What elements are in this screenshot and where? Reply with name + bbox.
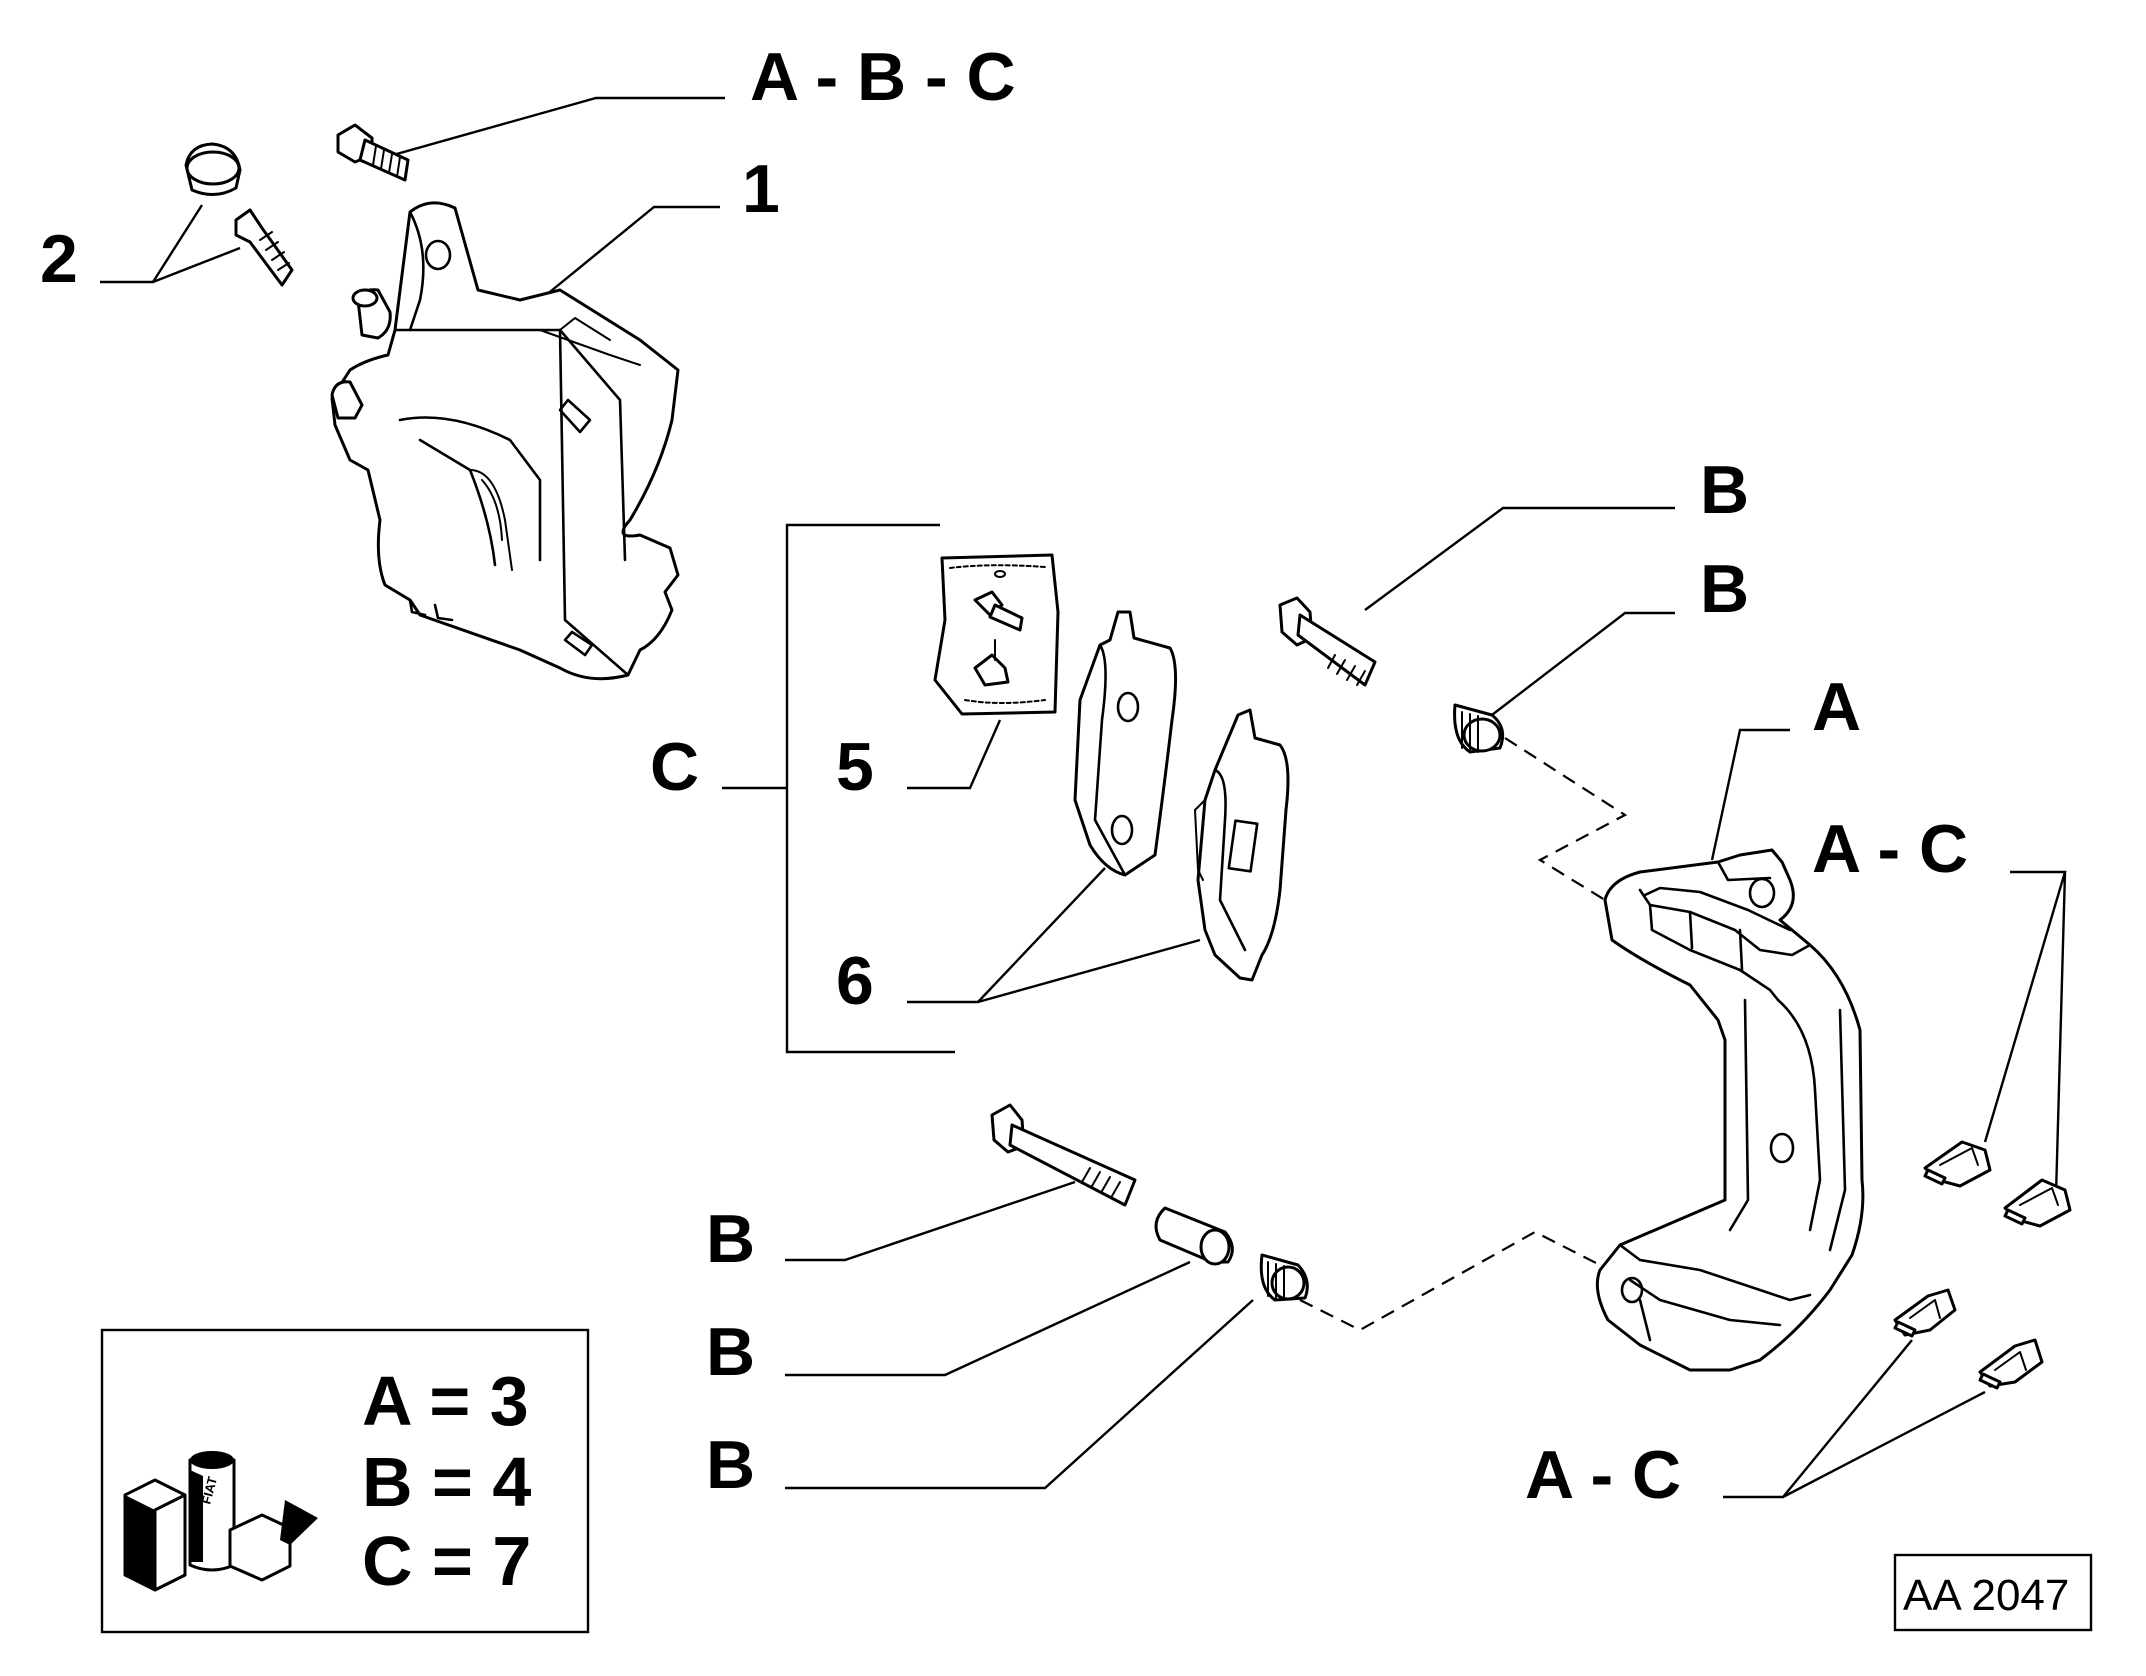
dashed-line-upper bbox=[1504, 737, 1628, 901]
leader-a-bracket bbox=[1710, 728, 1790, 861]
guide-sleeve-bottom bbox=[1154, 1206, 1234, 1266]
leader-b-pin-top bbox=[1364, 506, 1675, 611]
leader-lines bbox=[100, 96, 2067, 1499]
clip-lower-right bbox=[1978, 1338, 2044, 1390]
legend-row-a: A = 3 bbox=[362, 1362, 529, 1440]
clip-lower-left bbox=[1893, 1288, 1957, 1338]
assembly-dashed-lines bbox=[1299, 737, 1628, 1332]
callout-labels: A - B - C 1 2 B B A A - C C 5 6 B B B A … bbox=[40, 39, 1968, 1513]
guide-pin-bottom bbox=[990, 1103, 1137, 1207]
leader-b-bush-top bbox=[1487, 611, 1675, 719]
legend-frame bbox=[100, 1328, 590, 1634]
brake-caliper-body bbox=[330, 201, 680, 681]
leader-ac-bottom-b bbox=[1782, 1390, 1986, 1499]
anti-rattle-clips bbox=[1893, 1140, 2072, 1390]
pad-fitting-kit-bag bbox=[933, 553, 1060, 716]
logo-text: FIAT bbox=[198, 1475, 220, 1506]
quantity-legend: FIAT A = 3 B = 4 C = 7 bbox=[100, 1328, 590, 1634]
legend-row-c: C = 7 bbox=[362, 1522, 531, 1600]
leader-ac-top-b bbox=[2054, 871, 2067, 1196]
label-b-bush-top: B bbox=[1700, 551, 1749, 627]
label-ac-bottom: A - C bbox=[1525, 1437, 1681, 1513]
label-ac-top: A - C bbox=[1812, 811, 1968, 887]
label-b-bush-bottom: B bbox=[706, 1427, 755, 1503]
reference-frame bbox=[1893, 1553, 2093, 1632]
leader-b-pin-bottom bbox=[785, 1180, 1076, 1262]
leader-b-bush-bottom bbox=[785, 1299, 1254, 1490]
label-part-6: 6 bbox=[836, 943, 874, 1019]
leader-abc-top bbox=[374, 96, 725, 162]
leader-part-2b bbox=[152, 246, 241, 284]
caliper-fixing-bolt bbox=[336, 123, 410, 182]
label-part-2: 2 bbox=[40, 221, 78, 297]
dashed-line-lower bbox=[1299, 1230, 1601, 1332]
guide-pin-top bbox=[1278, 596, 1377, 687]
clip-upper-right bbox=[2003, 1178, 2072, 1228]
label-abc-top: A - B - C bbox=[750, 39, 1016, 115]
brake-pads bbox=[1073, 610, 1290, 982]
bleed-screw-and-cap bbox=[184, 142, 294, 287]
leader-part-2 bbox=[100, 204, 204, 284]
leader-part-6b bbox=[977, 938, 1201, 1004]
caliper-carrier-bracket bbox=[1595, 848, 1865, 1372]
leader-part-1 bbox=[539, 205, 720, 301]
leader-b-sleeve-bottom bbox=[785, 1260, 1191, 1377]
label-a-bracket: A bbox=[1812, 669, 1861, 745]
label-b-pin-top: B bbox=[1700, 452, 1749, 528]
label-b-sleeve-bottom: B bbox=[706, 1314, 755, 1390]
fiat-parts-logo: FIAT bbox=[123, 1451, 318, 1592]
guide-bush-top bbox=[1453, 703, 1505, 754]
label-b-pin-bottom: B bbox=[706, 1201, 755, 1277]
label-part-1: 1 bbox=[742, 151, 780, 227]
leader-part-6 bbox=[907, 867, 1106, 1004]
leader-ac-top bbox=[1983, 870, 2067, 1143]
label-part-5: 5 bbox=[836, 729, 874, 805]
leader-part-5 bbox=[907, 719, 1002, 790]
clip-upper-left bbox=[1923, 1140, 1992, 1188]
guide-bush-bottom bbox=[1259, 1253, 1309, 1302]
label-c-kit: C bbox=[650, 729, 699, 805]
drawing-reference: AA 2047 bbox=[1893, 1553, 2093, 1632]
reference-code: AA 2047 bbox=[1903, 1571, 2069, 1620]
legend-row-b: B = 4 bbox=[362, 1443, 531, 1521]
